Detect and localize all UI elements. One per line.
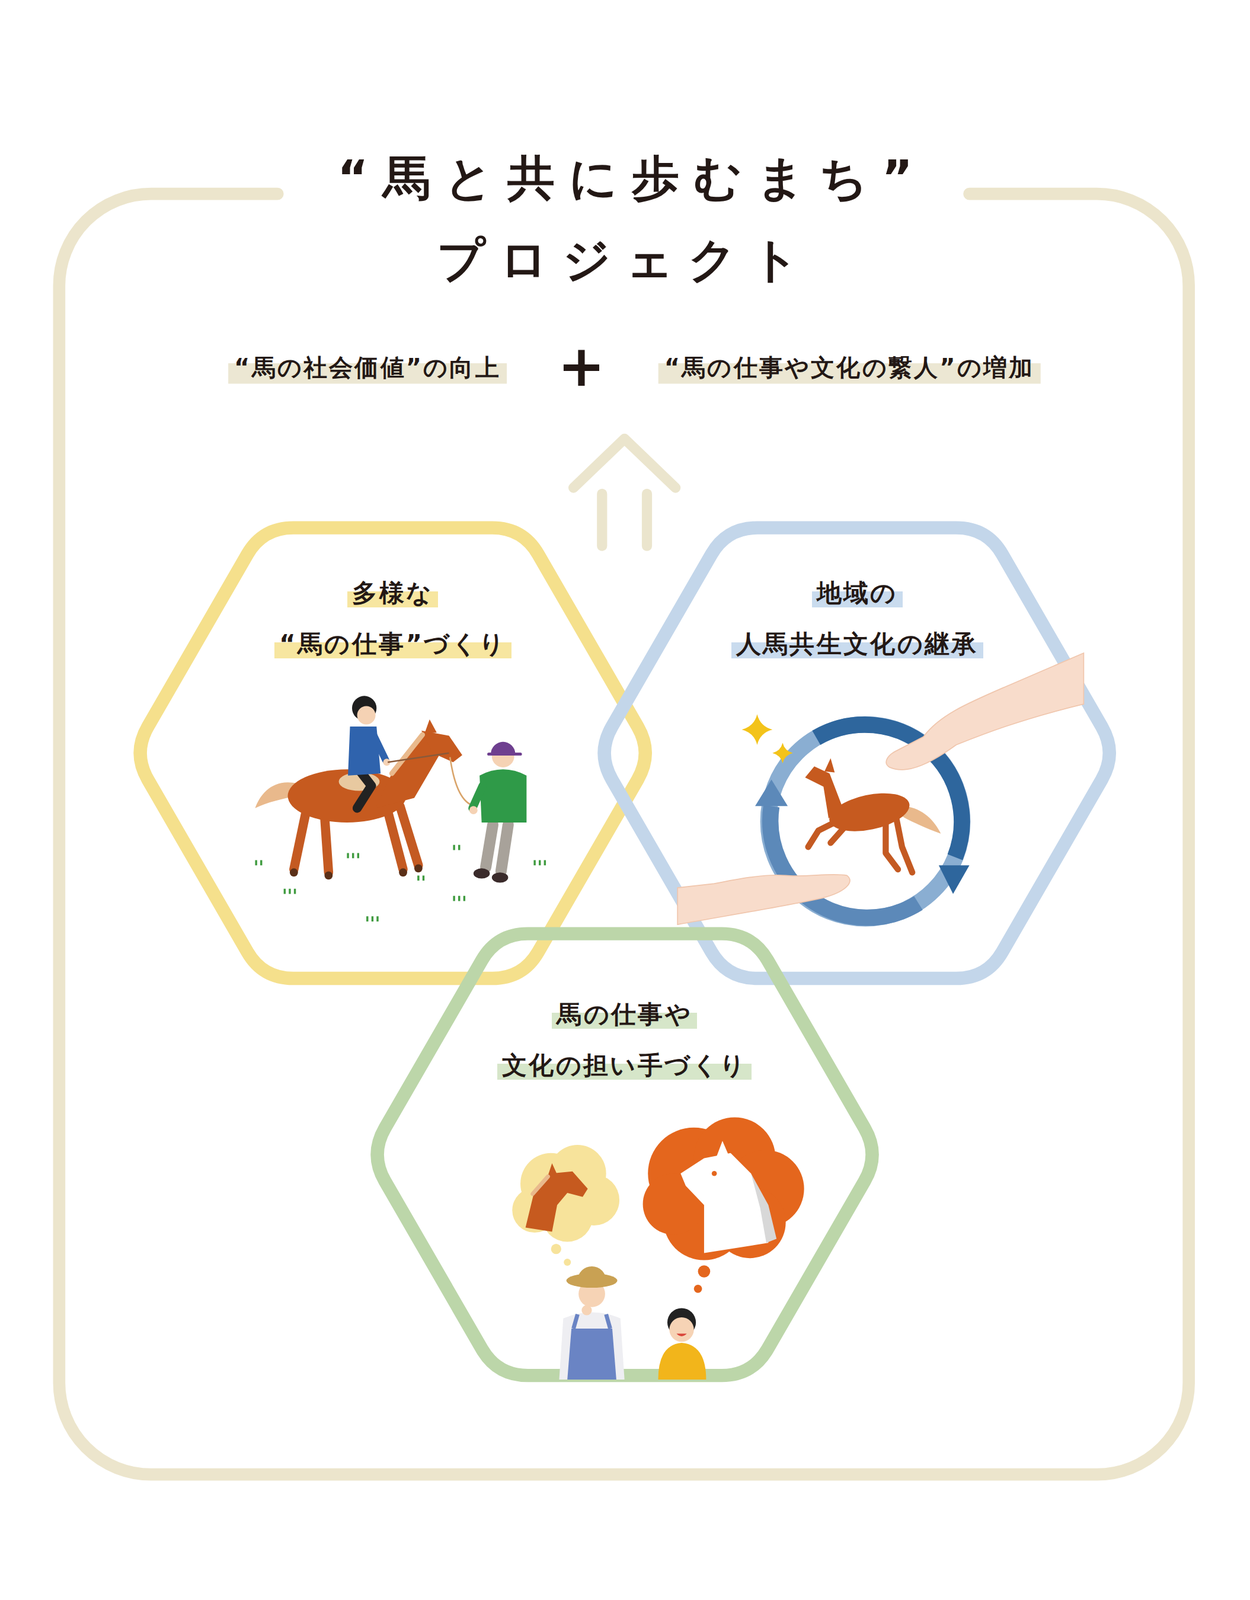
node-text-wrap: 多様な “馬の仕事”づくり xyxy=(120,567,666,670)
illustration-part xyxy=(324,871,333,881)
illustration-part xyxy=(885,822,898,870)
illustration-part xyxy=(387,753,449,763)
illustration-part xyxy=(469,806,478,815)
hexagon-stroke xyxy=(604,527,1110,978)
illustration-part xyxy=(525,1171,588,1233)
illustration-part xyxy=(573,1314,611,1329)
illustration-part xyxy=(414,864,423,873)
goal-label: “馬の社会価値”の向上 xyxy=(228,351,507,385)
illustration-part xyxy=(573,438,676,488)
node-text-box: 馬の仕事や 文化の担い手づくり xyxy=(497,989,752,1092)
plus-sign: + xyxy=(557,333,606,400)
illustration-part xyxy=(491,872,509,883)
illustration-part xyxy=(577,1266,606,1281)
illustration-part xyxy=(373,734,386,761)
illustration-part xyxy=(485,824,508,872)
node-text-box: 多様な “馬の仕事”づくり xyxy=(274,567,511,670)
illustration-part xyxy=(804,766,843,819)
illustration-part xyxy=(657,1343,706,1380)
illustration-part xyxy=(558,1312,625,1380)
illustration-part xyxy=(479,769,527,823)
illustration-part xyxy=(400,806,419,866)
illustration-part xyxy=(938,865,970,894)
node-heading: 多様な “馬の仕事”づくり xyxy=(274,578,511,659)
bearers-illustration xyxy=(512,1117,804,1381)
hexagon-stroke xyxy=(140,527,646,978)
illustration-part xyxy=(581,1305,592,1316)
outer-frame xyxy=(59,193,1189,1475)
illustration-part xyxy=(512,1145,620,1267)
illustration-part xyxy=(398,868,408,877)
illustration-part xyxy=(680,1153,769,1254)
illustration-part xyxy=(488,752,521,756)
illustration-part xyxy=(643,1117,805,1294)
illustration-part xyxy=(772,743,793,764)
illustration-part xyxy=(824,758,835,773)
title: “馬と共に歩むまち” プロジェクト xyxy=(323,150,927,288)
illustration-part xyxy=(567,1328,617,1380)
illustration-part xyxy=(596,493,607,546)
illustration-part xyxy=(755,779,788,807)
illustration-part xyxy=(472,785,483,809)
up-arrow xyxy=(573,438,676,546)
riding-illustration xyxy=(254,695,546,922)
goal-label: “馬の仕事や文化の繋人”の増加 xyxy=(658,351,1041,385)
illustration-part xyxy=(641,493,652,546)
illustration-part xyxy=(473,868,491,879)
illustration-part xyxy=(825,787,913,839)
illustration-part xyxy=(490,742,516,755)
hexagon-outline xyxy=(357,921,893,1389)
illustration-part xyxy=(563,1258,571,1267)
node-heading: 地域の 人馬共生文化の継承 xyxy=(731,578,984,659)
illustration-part xyxy=(750,1173,777,1243)
illustration-part xyxy=(391,734,423,774)
illustration-part xyxy=(669,1317,694,1342)
illustration-part xyxy=(676,1334,687,1337)
illustration-part xyxy=(289,868,299,877)
illustration-part xyxy=(500,824,508,872)
node-text-box: 地域の 人馬共生文化の継承 xyxy=(731,567,984,670)
illustration-part xyxy=(886,653,1084,770)
illustration-part xyxy=(424,719,437,734)
illustration-part xyxy=(742,714,773,746)
illustration-part xyxy=(421,730,463,763)
hexagon-node: 多様な “馬の仕事”づくり xyxy=(120,515,666,991)
illustration-part xyxy=(293,811,307,870)
illustration-part xyxy=(532,1176,549,1194)
illustration-part xyxy=(324,814,329,873)
node-text-wrap: 馬の仕事や 文化の担い手づくり xyxy=(357,989,893,1092)
illustration-part xyxy=(698,1265,711,1278)
node-text-wrap: 地域の 人馬共生文化の継承 xyxy=(584,567,1130,670)
title-line-box: “馬と共に歩むまち” プロジェクト xyxy=(323,137,927,302)
illustration-part xyxy=(289,864,423,880)
succession-illustration xyxy=(677,653,1084,925)
illustration-part xyxy=(677,874,850,925)
title-wrap: “馬と共に歩むまち” プロジェクト xyxy=(0,137,1250,302)
illustration-part xyxy=(357,706,376,725)
illustration-part xyxy=(716,1140,730,1158)
illustration-part xyxy=(551,1244,562,1255)
illustration-part xyxy=(711,1171,718,1177)
illustration-part xyxy=(548,1163,558,1176)
illustration-part xyxy=(896,816,913,874)
illustration-part xyxy=(485,824,493,868)
node-heading: 馬の仕事や 文化の担い手づくり xyxy=(497,999,752,1080)
hexagon-stroke xyxy=(376,934,872,1376)
hexagon-node: 馬の仕事や 文化の担い手づくり xyxy=(357,921,893,1389)
illustration-part xyxy=(694,1284,703,1294)
